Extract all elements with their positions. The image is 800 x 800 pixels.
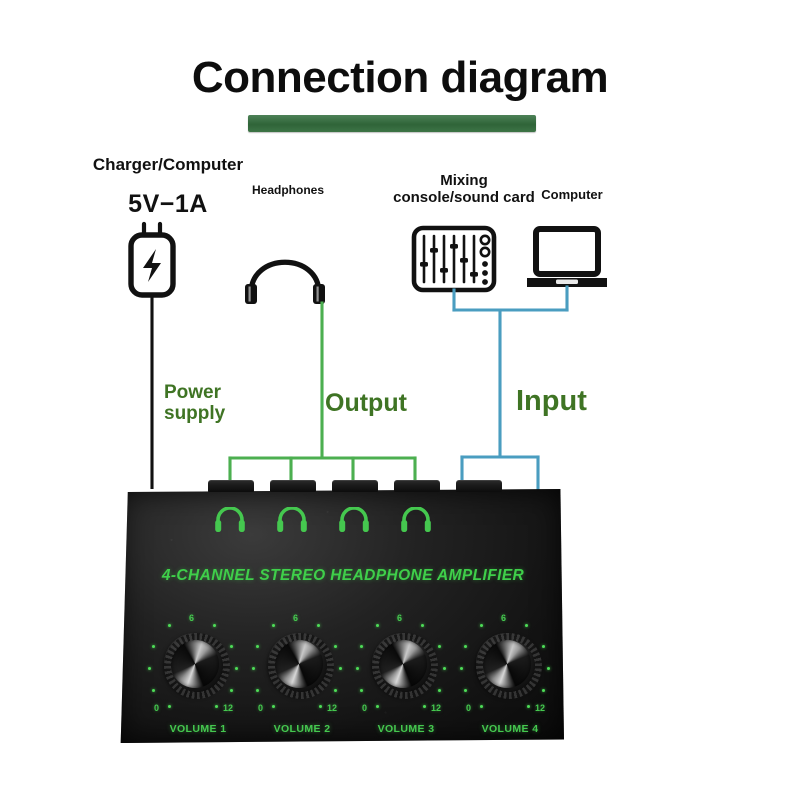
volume-knob-2[interactable]: [268, 633, 330, 695]
label-headphones: Headphones: [251, 183, 324, 197]
volume-label-1: VOLUME 1: [169, 723, 227, 735]
knob-scale-min-3: 0: [362, 703, 368, 713]
knob-scale-max-1: 12: [223, 703, 234, 713]
channel-3: 6 0 12 VOLUME 3: [354, 613, 458, 735]
knob-scale-max-4: 12: [535, 703, 546, 713]
headphones-icon: [245, 259, 325, 304]
channel-4: 6 0 12 VOLUME 4: [458, 613, 562, 735]
headphone-jack-icon-4: [401, 507, 431, 532]
headphone-amplifier-device: 4-CHANNEL STEREO HEADPHONE AMPLIFIER 6 0…: [118, 480, 564, 743]
wire-output: [228, 301, 417, 491]
knob-scale-min-1: 0: [154, 703, 160, 713]
jack-output-1[interactable]: [208, 480, 254, 492]
jack-output-4[interactable]: [394, 480, 440, 492]
channel-2: 6 0 12 VOLUME 2: [250, 613, 354, 735]
channel-1: 6 0 12 VOLUME 1: [146, 613, 250, 735]
headphone-jack-icon-1: [215, 507, 245, 532]
label-mixing-console-line2: console/sound card: [393, 188, 535, 206]
jack-output-3[interactable]: [332, 480, 378, 492]
label-mixing-console-line1: Mixing: [440, 172, 488, 189]
knob-scale-max-2: 12: [327, 703, 338, 713]
headphone-jack-icon-3: [339, 507, 369, 532]
headphone-jack-icon-2: [277, 507, 307, 532]
knob-scale-mid-4: 6: [501, 613, 507, 623]
volume-label-3: VOLUME 3: [377, 723, 435, 735]
knob-scale-min-4: 0: [466, 703, 472, 713]
knob-scale-min-2: 0: [258, 703, 264, 713]
label-charger-computer: Charger/Computer: [92, 155, 244, 174]
knob-scale-max-3: 12: [431, 703, 442, 713]
label-input: Input: [516, 385, 587, 417]
title-underline-bar: [248, 115, 536, 132]
label-charger-spec: 5V−1A: [128, 190, 208, 218]
label-mixing-console: Mixing console/sound card: [364, 172, 564, 207]
label-power-supply-line1: Power: [164, 382, 222, 403]
jack-input[interactable]: [456, 480, 502, 492]
lightning-bolt-icon: [143, 249, 161, 282]
laptop-icon: [527, 226, 607, 287]
label-power-supply: Power supply: [164, 382, 264, 425]
knob-scale-mid-3: 6: [397, 613, 403, 623]
mixing-console-icon: [411, 225, 497, 293]
volume-label-4: VOLUME 4: [481, 723, 539, 735]
label-power-supply-line2: supply: [164, 402, 226, 424]
knob-scale-mid-2: 6: [293, 613, 299, 623]
amplifier-brand-text: 4-CHANNEL STEREO HEADPHONE AMPLIFIER: [161, 567, 525, 584]
label-output: Output: [325, 389, 407, 417]
jack-output-2[interactable]: [270, 480, 316, 492]
volume-knob-4[interactable]: [476, 633, 538, 695]
volume-knob-1[interactable]: [164, 633, 226, 695]
knob-scale-mid-1: 6: [189, 613, 195, 623]
volume-label-2: VOLUME 2: [273, 723, 331, 735]
power-adapter-icon: [128, 221, 176, 298]
volume-knob-3[interactable]: [372, 633, 434, 695]
label-computer: Computer: [541, 187, 603, 202]
wire-input: [452, 285, 569, 491]
